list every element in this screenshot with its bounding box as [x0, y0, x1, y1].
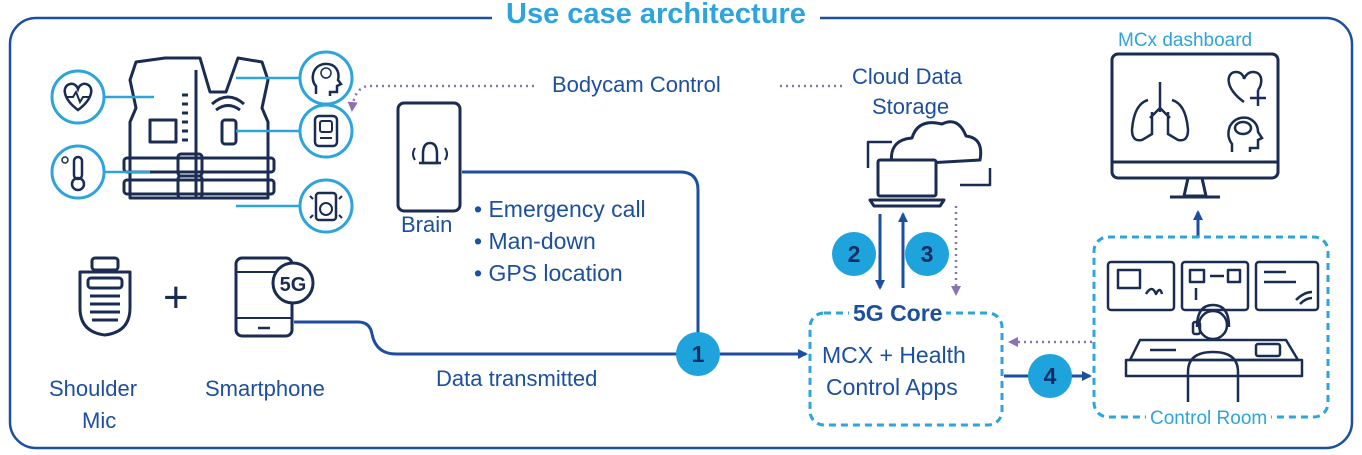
head-sensor-icon [298, 50, 354, 106]
brain-label: Brain [401, 212, 453, 237]
smartphone-5g-icon [234, 256, 315, 338]
control-room-operator-icon [1106, 260, 1320, 402]
bodycam-control-label: Bodycam Control [552, 72, 721, 97]
shoulder-mic-label-2: Mic [82, 408, 117, 433]
cloud-storage-label-2: Storage [872, 94, 950, 119]
smartphone-link [294, 320, 696, 356]
step-2-badge: 2 [832, 232, 876, 276]
phone-5g-badge: 5G [280, 274, 307, 296]
smartphone-label: Smartphone [205, 376, 325, 401]
heart-rate-icon [50, 69, 106, 125]
step-1-badge: 1 [676, 332, 720, 376]
step-4-badge: 4 [1028, 354, 1072, 398]
shoulder-mic-icon [78, 256, 132, 337]
step-3-badge: 3 [905, 232, 949, 276]
mcx-dashboard-label: MCx dashboard [1118, 30, 1253, 52]
brain-link [462, 170, 700, 340]
body-temperature-icon [50, 144, 106, 200]
shoulder-mic-label-1: Shoulder [49, 376, 138, 401]
data-transmitted-label: Data transmitted [436, 366, 598, 391]
control-room-label: Control Room [1146, 408, 1272, 430]
cloud-storage-label-1: Cloud Data [852, 64, 963, 89]
brain-feature-list: • Emergency call • Man-down • GPS locati… [474, 196, 646, 292]
diagram-title: Use case architecture [492, 0, 820, 31]
core-apps-line2: Control Apps [826, 374, 958, 400]
bodycam-dotted-arrow [347, 84, 534, 112]
vest-connectors [104, 76, 300, 208]
wearable-device-icon [298, 103, 354, 159]
feature-man-down: • Man-down [474, 228, 596, 254]
core-frame [808, 311, 1004, 427]
dashboard-monitor-icon [1110, 52, 1280, 199]
plus-sign: + [163, 273, 189, 322]
heart-plus-icon [1227, 70, 1266, 106]
head-brain-icon [1227, 116, 1264, 152]
core-apps-line1: MCX + Health [822, 342, 966, 368]
feature-gps-location: • GPS location [474, 260, 623, 286]
core-title: 5G Core [849, 300, 947, 327]
cloud-laptop-icon [866, 120, 992, 208]
stress-sensor-icon [298, 178, 354, 234]
brain-alarm-device-icon [396, 101, 462, 213]
feature-emergency-call: • Emergency call [474, 196, 646, 222]
lungs-icon [1130, 82, 1190, 142]
